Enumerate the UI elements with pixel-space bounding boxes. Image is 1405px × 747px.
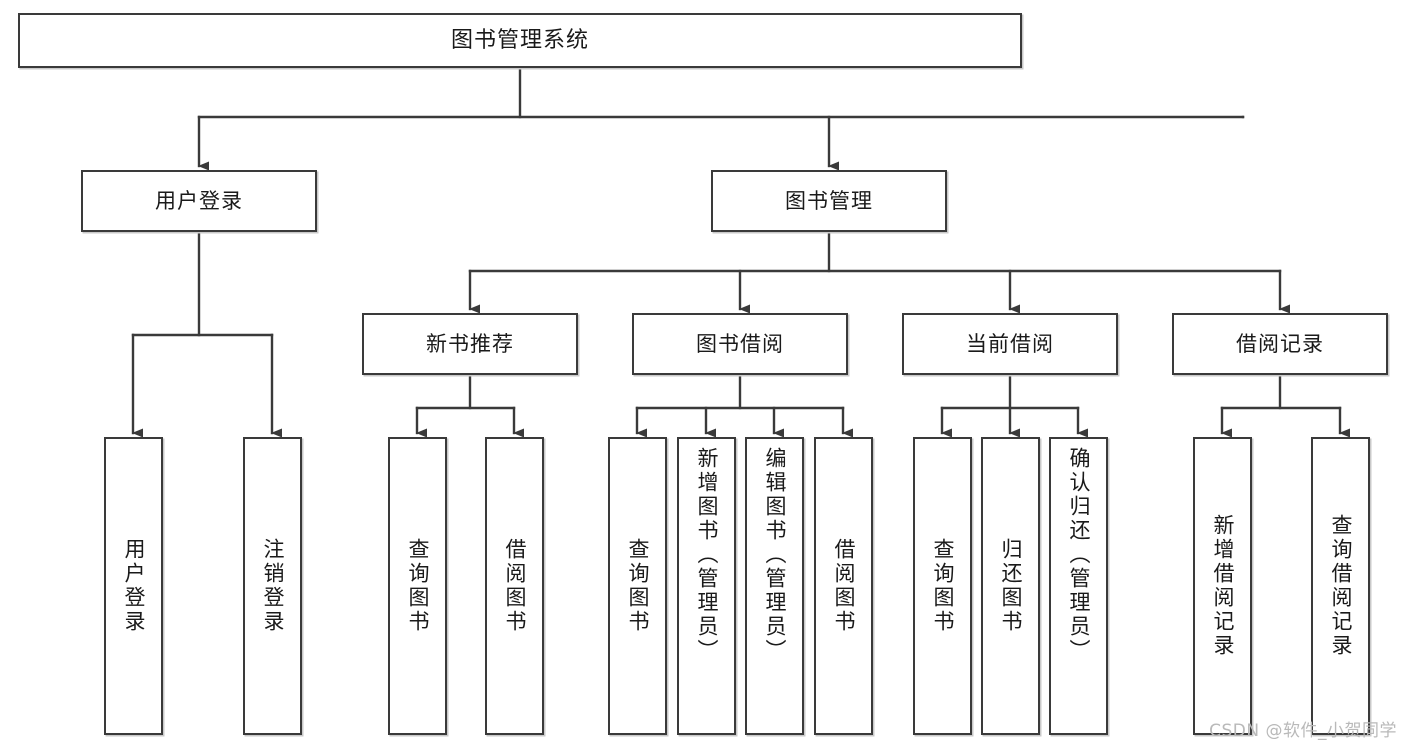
node-user-login[interactable]: 用户登录 [81, 170, 317, 232]
node-label: 图书借阅 [696, 331, 784, 356]
node-book-manage[interactable]: 图书管理 [711, 170, 947, 232]
node-leaf-query-borrow-record[interactable]: 查询借阅记录 [1311, 437, 1370, 735]
node-leaf-borrow-book[interactable]: 借阅图书 [814, 437, 873, 735]
node-label: 图书管理系统 [450, 27, 589, 53]
node-leaf-query-book-current[interactable]: 查询图书 [913, 437, 972, 735]
node-label: 查询图书 [626, 538, 650, 634]
node-label: 借阅图书 [503, 538, 527, 634]
node-label: 查询图书 [931, 538, 955, 634]
node-root-book-management-system[interactable]: 图书管理系统 [18, 13, 1022, 68]
node-borrow-record[interactable]: 借阅记录 [1172, 313, 1388, 375]
node-leaf-confirm-return[interactable]: 确认归还（管理员） [1049, 437, 1108, 735]
node-label: 注销登录 [261, 538, 285, 634]
csdn-watermark: CSDN @软件_小贺同学 [1209, 721, 1397, 741]
node-leaf-add-book[interactable]: 新增图书（管理员） [677, 437, 736, 735]
node-current-borrow[interactable]: 当前借阅 [902, 313, 1118, 375]
node-leaf-query-book-recommend[interactable]: 查询图书 [388, 437, 447, 735]
node-book-borrow[interactable]: 图书借阅 [632, 313, 848, 375]
node-leaf-edit-book[interactable]: 编辑图书（管理员） [745, 437, 804, 735]
node-label: 用户登录 [155, 188, 243, 213]
node-leaf-logout-login[interactable]: 注销登录 [243, 437, 302, 735]
node-label: 图书管理 [785, 188, 873, 213]
node-label: 用户登录 [122, 538, 146, 634]
node-new-book-recommend[interactable]: 新书推荐 [362, 313, 578, 375]
node-label: 新书推荐 [426, 331, 514, 356]
node-label: 新增图书（管理员） [695, 447, 719, 663]
node-label: 新增借阅记录 [1211, 514, 1235, 658]
node-leaf-query-book-borrow[interactable]: 查询图书 [608, 437, 667, 735]
node-label: 借阅图书 [832, 538, 856, 634]
node-label: 查询借阅记录 [1329, 514, 1353, 658]
node-leaf-return-book[interactable]: 归还图书 [981, 437, 1040, 735]
node-leaf-user-login[interactable]: 用户登录 [104, 437, 163, 735]
node-label: 借阅记录 [1236, 331, 1324, 356]
node-label: 确认归还（管理员） [1067, 447, 1091, 663]
node-label: 编辑图书（管理员） [763, 447, 787, 663]
node-leaf-add-borrow-record[interactable]: 新增借阅记录 [1193, 437, 1252, 735]
node-label: 当前借阅 [966, 331, 1054, 356]
node-label: 归还图书 [999, 538, 1023, 634]
node-label: 查询图书 [406, 538, 430, 634]
node-leaf-borrow-book-recommend[interactable]: 借阅图书 [485, 437, 544, 735]
